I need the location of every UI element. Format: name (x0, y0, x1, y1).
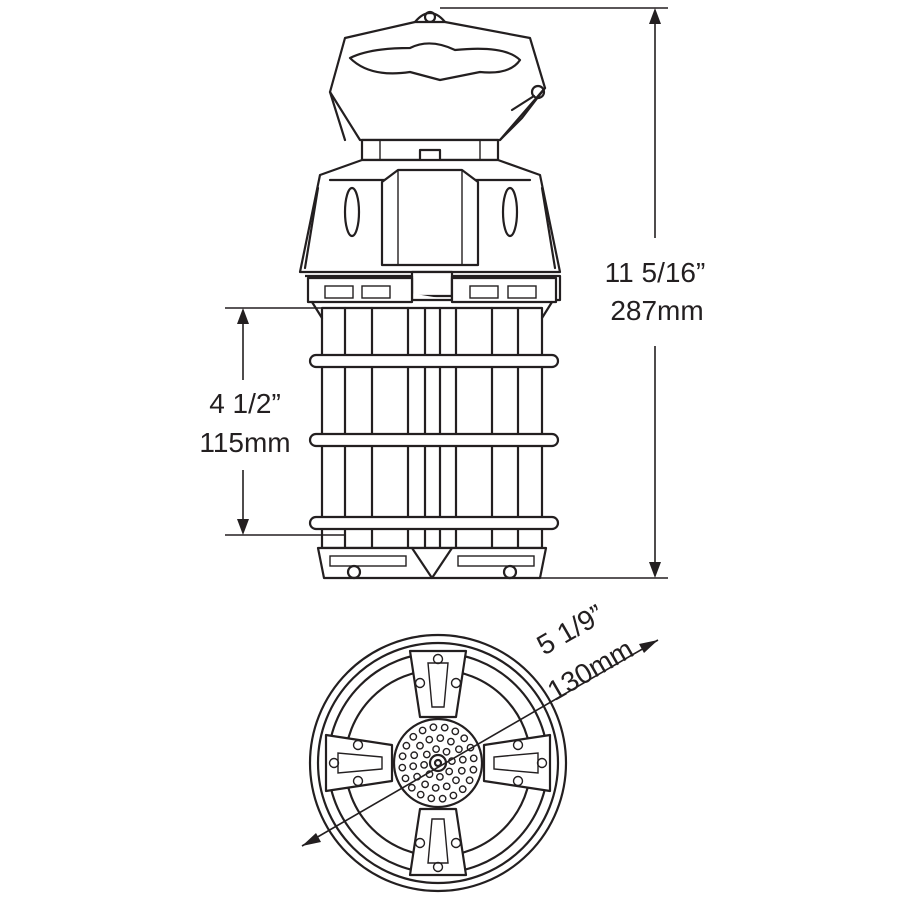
vent-hole (466, 743, 475, 752)
upper-ring (305, 274, 562, 320)
cage-height-metric-label: 115mm (199, 427, 290, 458)
vent-hole (438, 794, 447, 803)
vent-holes (398, 723, 478, 803)
vent-hole (431, 784, 440, 792)
vent-hole (445, 767, 454, 776)
vent-hole (457, 766, 466, 775)
vent-hole (446, 737, 455, 746)
vent-hole (440, 723, 449, 732)
vent-hole (398, 763, 407, 772)
vent-hole (469, 765, 478, 774)
vent-hole (409, 762, 418, 771)
spoke (482, 733, 552, 793)
vent-hole (402, 741, 411, 750)
vent-hole (398, 752, 407, 761)
vent-hole (449, 791, 458, 800)
vent-hole (436, 734, 445, 742)
vent-hole (442, 747, 451, 756)
spoke (408, 649, 468, 719)
vent-hole (421, 780, 429, 789)
side-view (298, 10, 562, 580)
housing (298, 158, 562, 298)
vent-hole (465, 776, 474, 785)
vent-hole (460, 734, 469, 743)
vent-hole (422, 750, 431, 759)
spoke (408, 807, 468, 877)
vent-hole (420, 761, 428, 769)
cage (308, 306, 560, 550)
vent-hole (416, 741, 424, 750)
spoke (324, 733, 394, 793)
base (316, 546, 548, 580)
vent-hole (409, 732, 418, 741)
vent-hole (454, 745, 463, 754)
vent-hole (458, 755, 467, 764)
vent-hole (427, 794, 436, 803)
total-height-metric-label: 287mm (610, 295, 703, 326)
vent-hole (458, 785, 467, 794)
total-height-imperial-label: 11 5/16” (605, 257, 706, 288)
dimension-total-height: 11 5/16” 287mm (440, 7, 706, 579)
vent-hole (416, 790, 425, 799)
bottom-view (308, 633, 568, 893)
vent-hole (435, 773, 444, 781)
vent-hole (401, 774, 410, 783)
vent-hole (469, 754, 478, 763)
spokes (324, 649, 552, 877)
vent-hole (410, 751, 419, 760)
vent-hole (425, 735, 434, 744)
dimension-cage-height: 4 1/2” 115mm (199, 307, 345, 536)
vent-hole (451, 727, 460, 736)
vent-hole (407, 783, 416, 792)
vent-hole (452, 776, 460, 785)
vent-hole (432, 745, 440, 753)
hook-handle (328, 10, 547, 142)
vent-hole (429, 723, 438, 732)
vent-hole (442, 782, 451, 791)
vent-hole (418, 726, 427, 735)
cage-height-imperial-label: 4 1/2” (209, 388, 281, 419)
